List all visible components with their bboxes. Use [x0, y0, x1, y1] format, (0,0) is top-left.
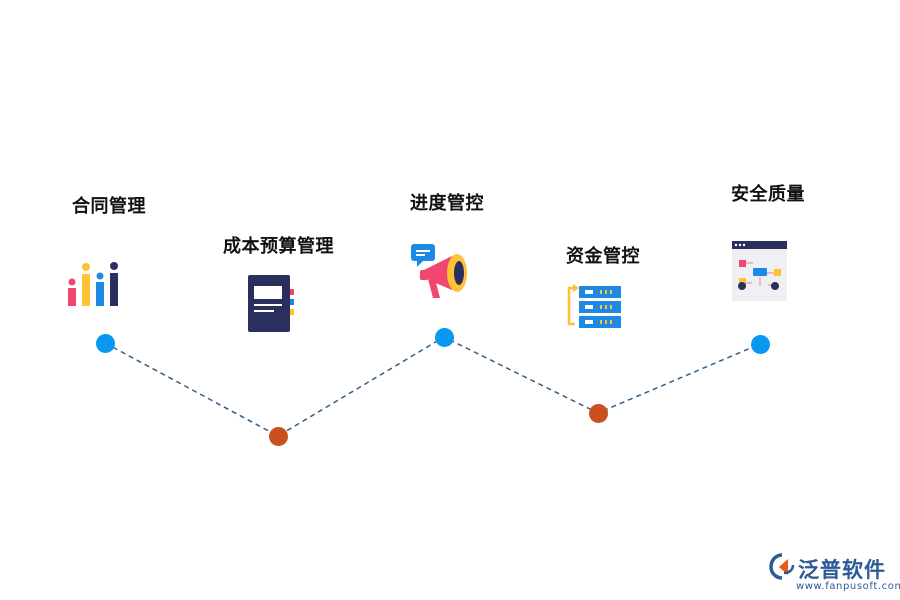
- step-label-progress: 进度管控: [410, 193, 484, 214]
- server-rack-icon: [567, 284, 621, 328]
- node-dot-progress: [435, 328, 454, 347]
- step-label-funds: 资金管控: [566, 246, 640, 267]
- flowchart-window-icon: [732, 241, 787, 301]
- megaphone-icon: [411, 244, 467, 298]
- step-label-cost-budget: 成本预算管理: [223, 236, 334, 257]
- brand-url: www.fanpusoft.com: [796, 581, 900, 592]
- notebook-icon: [248, 275, 294, 332]
- bar-chart-people-icon: [68, 262, 118, 306]
- brand-name: 泛普软件: [798, 558, 886, 582]
- step-label-contract: 合同管理: [72, 196, 146, 217]
- node-dot-contract: [96, 334, 115, 353]
- fanpu-logo-icon: [769, 553, 795, 580]
- node-dot-cost-budget: [269, 427, 288, 446]
- node-dot-funds: [589, 404, 608, 423]
- step-label-safety-quality: 安全质量: [731, 184, 805, 205]
- node-dot-safety-quality: [751, 335, 770, 354]
